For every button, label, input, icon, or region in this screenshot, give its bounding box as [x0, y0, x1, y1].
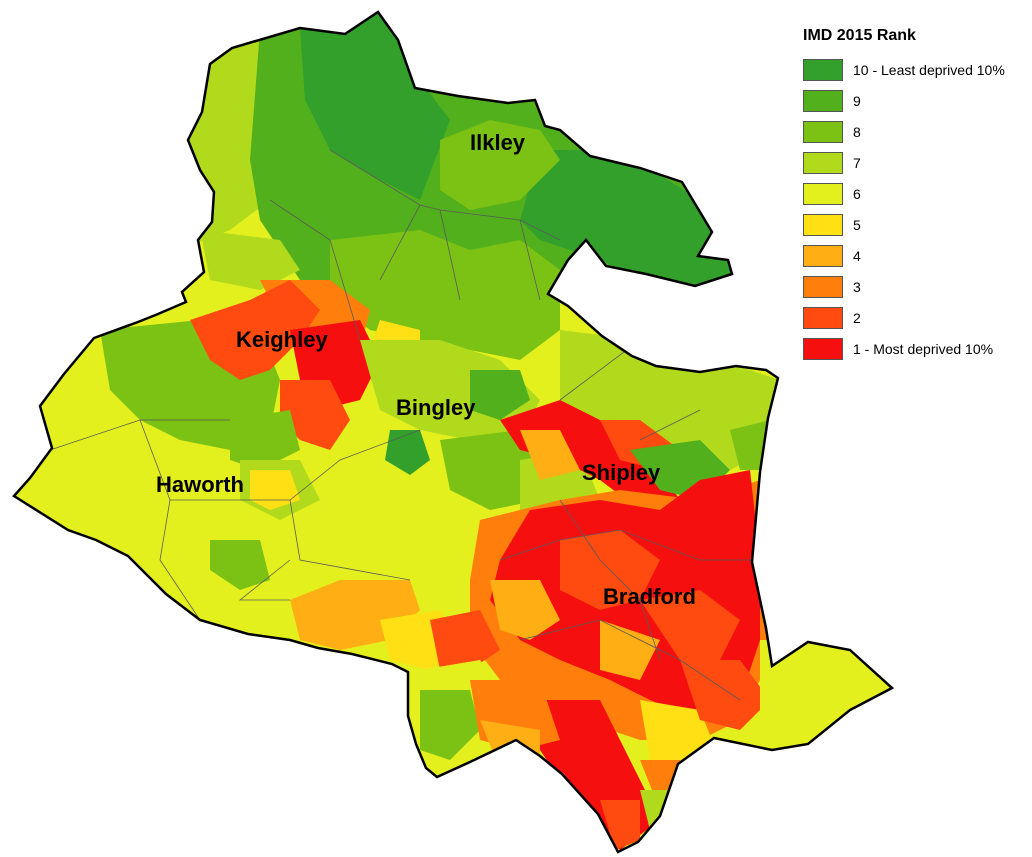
legend-label: 8 — [853, 123, 861, 140]
town-label-shipley: Shipley — [582, 460, 661, 485]
town-label-bingley: Bingley — [396, 395, 476, 420]
legend-swatch — [803, 244, 843, 267]
legend-item: 1 - Most deprived 10% — [803, 333, 1031, 364]
legend-swatch — [803, 275, 843, 298]
legend-swatch — [803, 306, 843, 329]
legend-item: 9 — [803, 85, 1031, 116]
legend-swatch — [803, 182, 843, 205]
legend-label: 4 — [853, 247, 861, 264]
legend-label: 2 — [853, 309, 861, 326]
legend-item: 2 — [803, 302, 1031, 333]
legend-items: 10 - Least deprived 10% 9 8 7 6 5 4 3 2 1 - Most … — [803, 54, 1031, 364]
legend-swatch — [803, 213, 843, 236]
legend-label: 1 - Most deprived 10% — [853, 340, 994, 357]
legend-item: 7 — [803, 147, 1031, 178]
town-label-haworth: Haworth — [156, 472, 244, 497]
legend-swatch — [803, 120, 843, 143]
town-label-ilkley: Ilkley — [470, 130, 526, 155]
legend-swatch — [803, 58, 843, 81]
legend-label: 3 — [853, 278, 861, 295]
legend-item: 3 — [803, 271, 1031, 302]
legend-swatch — [803, 89, 843, 112]
legend-item: 6 — [803, 178, 1031, 209]
town-label-bradford: Bradford — [603, 584, 696, 609]
map-legend: IMD 2015 Rank 10 - Least deprived 10% 9 8 7… — [803, 26, 1031, 364]
legend-item: 4 — [803, 240, 1031, 271]
town-label-keighley: Keighley — [236, 327, 328, 352]
legend-swatch — [803, 151, 843, 174]
legend-label: 7 — [853, 154, 861, 171]
legend-swatch — [803, 337, 843, 360]
legend-label: 10 - Least deprived 10% — [853, 61, 1005, 78]
legend-item: 10 - Least deprived 10% — [803, 54, 1031, 85]
legend-item: 8 — [803, 116, 1031, 147]
legend-title: IMD 2015 Rank — [803, 27, 916, 44]
legend-item: 5 — [803, 209, 1031, 240]
legend-label: 5 — [853, 216, 861, 233]
legend-label: 6 — [853, 185, 861, 202]
legend-label: 9 — [853, 92, 861, 109]
